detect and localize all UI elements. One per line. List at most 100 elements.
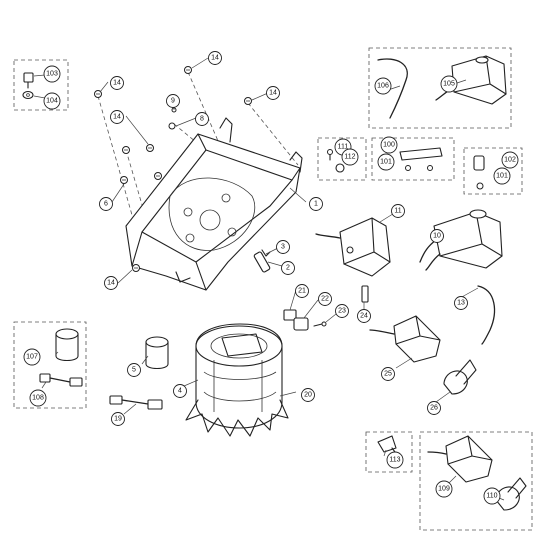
callout-circle	[427, 401, 441, 415]
cable-106	[377, 58, 408, 119]
callout-number: 3	[281, 244, 285, 251]
callout-circle	[23, 348, 41, 366]
callout-circle	[43, 92, 61, 110]
callout-number: 4	[178, 388, 182, 395]
callout-bubble: 1	[309, 197, 323, 211]
callout-bubble: 107	[23, 348, 41, 366]
callout-bubble: 14	[208, 51, 222, 65]
callout-number: 25	[384, 371, 392, 378]
callout-number: 8	[200, 116, 204, 123]
callout-number: 103	[46, 71, 58, 78]
callout-number: 9	[171, 98, 175, 105]
deck-housing	[125, 117, 303, 291]
kit-box-107-108	[13, 321, 87, 409]
kit-box-111-112	[317, 137, 367, 181]
callout-circle	[276, 240, 290, 254]
capacitor-107	[55, 328, 79, 362]
callout-circle	[309, 197, 323, 211]
callout-number: 1	[314, 201, 318, 208]
lead-108	[39, 373, 83, 387]
clip-and-nut-101-102	[473, 155, 485, 190]
callout-circle	[295, 284, 309, 298]
switch-box-11	[315, 217, 391, 277]
screw-and-washer-103-104	[22, 72, 34, 100]
callout-circle	[435, 480, 453, 498]
callout-bubble: 14	[104, 276, 118, 290]
callout-circle	[440, 75, 458, 93]
callout-circle	[391, 204, 405, 218]
callout-circle	[301, 388, 315, 402]
callout-bubble: 14	[266, 86, 280, 100]
callout-circle	[501, 151, 519, 169]
callout-circle	[341, 148, 359, 166]
callout-circle	[266, 86, 280, 100]
callout-circle	[454, 296, 468, 310]
callout-bubble: 25	[381, 367, 395, 381]
callout-number: 14	[211, 55, 219, 62]
callout-bubble: 3	[276, 240, 290, 254]
callout-circle	[110, 110, 124, 124]
callout-bubble: 2	[281, 261, 295, 275]
callout-number: 113	[389, 457, 400, 464]
callout-circle	[29, 389, 47, 407]
callout-number: 10	[433, 233, 441, 240]
callout-number: 111	[338, 144, 349, 151]
callout-bubble: 112	[341, 148, 359, 166]
callout-bubble: 23	[335, 304, 349, 318]
callout-number: 104	[46, 98, 58, 105]
callout-circle	[166, 94, 180, 108]
callout-number: 14	[269, 90, 277, 97]
callout-number: 14	[113, 80, 121, 87]
callout-bubble: 100	[380, 136, 398, 154]
kit-box-105-106	[368, 47, 512, 129]
callout-circle	[386, 451, 404, 469]
callout-circle	[357, 309, 371, 323]
callout-number: 6	[104, 201, 108, 208]
callout-bubble: 9	[166, 94, 180, 108]
callout-bubble: 26	[427, 401, 441, 415]
deck-screws	[94, 66, 252, 272]
callout-circle	[377, 153, 395, 171]
callout-bubble: 113	[386, 451, 404, 469]
connector-lead-19	[109, 395, 163, 410]
cable-13	[477, 285, 496, 345]
callout-circle	[110, 76, 124, 90]
callout-bubble: 14	[110, 110, 124, 124]
callout-number: 108	[32, 395, 44, 402]
leader-lines	[33, 57, 505, 501]
callout-bubble: 104	[43, 92, 61, 110]
callout-number: 14	[113, 114, 121, 121]
callout-circle	[335, 304, 349, 318]
kit-box-100-101	[371, 137, 455, 181]
capacitor-5	[145, 336, 169, 370]
callout-circle	[111, 412, 125, 426]
callout-circle	[104, 276, 118, 290]
clamp-26	[443, 359, 477, 395]
callout-bubble: 110	[483, 487, 501, 505]
callout-circle	[374, 77, 392, 95]
callout-circle	[430, 229, 444, 243]
callout-number: 19	[114, 416, 122, 423]
callout-number: 102	[504, 157, 516, 164]
kit-box-113	[365, 431, 413, 473]
callout-number: 14	[107, 280, 115, 287]
kit-box-103-104	[13, 59, 69, 111]
callout-bubble: 103	[43, 65, 61, 83]
callout-bubble: 101	[377, 153, 395, 171]
callout-bubble: 5	[127, 363, 141, 377]
callout-number: 20	[304, 392, 312, 399]
motor-assembly	[185, 323, 289, 437]
callout-circle	[381, 367, 395, 381]
callout-number: 101	[496, 173, 508, 180]
callout-circle	[173, 384, 187, 398]
callout-number: 100	[383, 142, 395, 149]
control-box-109	[427, 435, 493, 483]
callout-bubble: 8	[195, 112, 209, 126]
kit-box-101-102	[463, 147, 523, 195]
callout-bubble: 10	[430, 229, 444, 243]
callout-number: 105	[443, 81, 455, 88]
callout-circle	[493, 167, 511, 185]
callout-circle	[380, 136, 398, 154]
callout-number: 13	[457, 300, 465, 307]
